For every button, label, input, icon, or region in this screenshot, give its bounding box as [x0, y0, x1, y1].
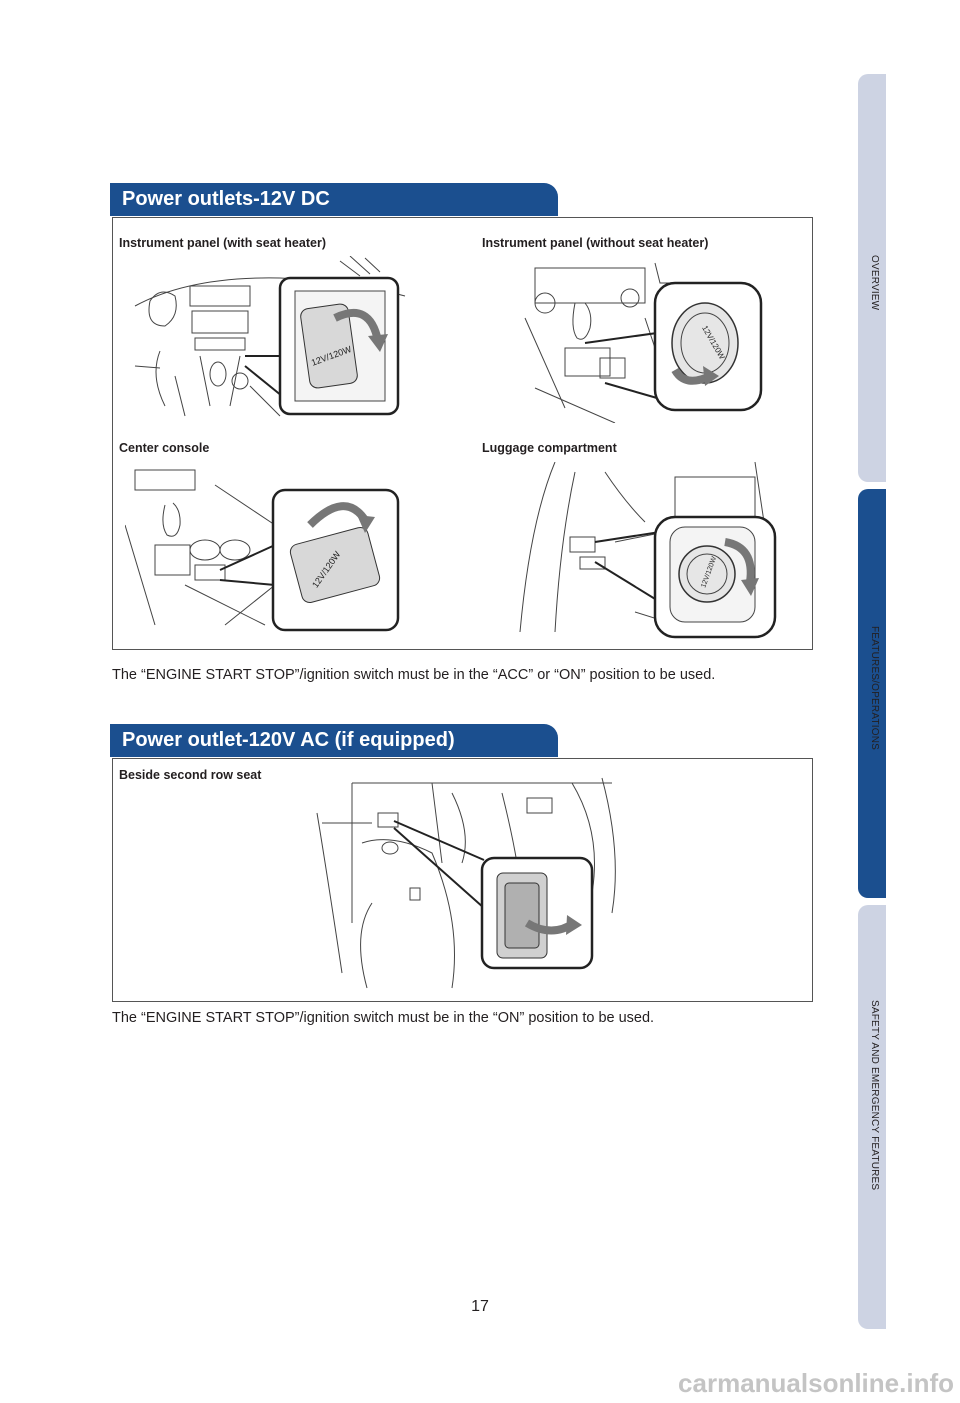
- illustration-center-console: 12V/120W: [125, 469, 400, 632]
- note-120v: The “ENGINE START STOP”/ignition switch …: [112, 1010, 655, 1026]
- caption-beside-second-row-seat: Beside second row seat: [119, 768, 262, 782]
- tab-features-operations[interactable]: [858, 489, 886, 898]
- caption-instrument-panel-without-heater: Instrument panel (without seat heater): [482, 236, 709, 250]
- caption-luggage-compartment: Luggage compartment: [482, 441, 617, 455]
- illustration-instrument-panel-without-heater: 12V/120W: [524, 262, 763, 423]
- tab-safety-emergency-label: SAFETY AND EMERGENCY FEATURES: [869, 1000, 880, 1191]
- tab-features-operations-label: FEATURES/OPERATIONS: [869, 626, 880, 751]
- tab-overview-label: OVERVIEW: [869, 255, 880, 311]
- illustration-120v-outlet: [316, 777, 616, 989]
- section-title-12v: Power outlets-12V DC: [110, 183, 558, 216]
- section-title-120v: Power outlet-120V AC (if equipped): [110, 724, 558, 757]
- illustration-luggage-compartment: 12V/120W: [519, 462, 777, 639]
- tab-overview[interactable]: [858, 74, 886, 482]
- caption-instrument-panel-with-heater: Instrument panel (with seat heater): [119, 236, 326, 250]
- note-12v: The “ENGINE START STOP”/ignition switch …: [112, 667, 716, 683]
- watermark: carmanualsonline.info: [678, 1368, 954, 1398]
- panel-120v-outlet: [112, 758, 813, 1002]
- caption-center-console: Center console: [119, 441, 210, 455]
- illustration-instrument-panel-with-heater: 12V/120W: [134, 256, 406, 417]
- tab-safety-emergency[interactable]: [858, 905, 886, 1329]
- page-number: 17: [471, 1298, 489, 1315]
